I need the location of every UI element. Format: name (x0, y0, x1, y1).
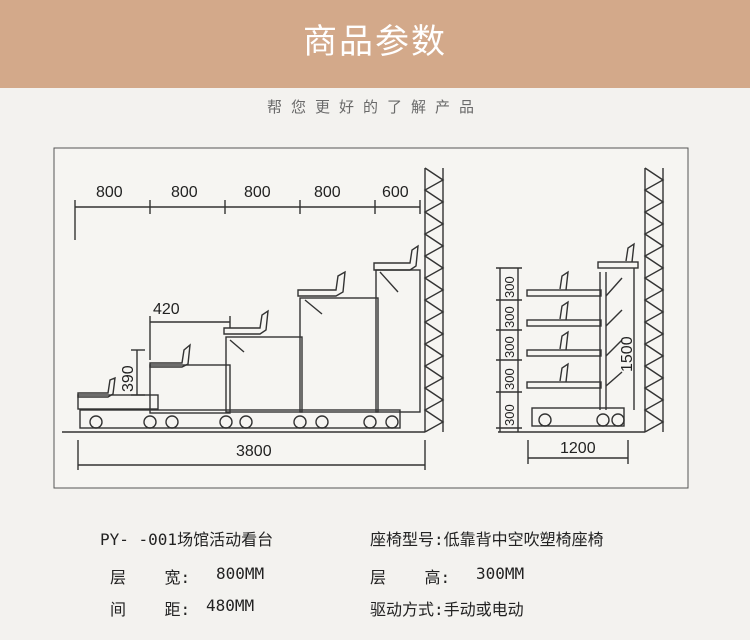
top-dim-label-3: 800 (244, 184, 271, 201)
side-wall (423, 167, 445, 433)
top-dim-label-2: 800 (171, 184, 198, 201)
front-wheels (538, 413, 625, 427)
spec-list: PY- -001场馆活动看台 座椅型号:低靠背中空吹塑椅座椅 层 宽: 800M… (0, 520, 750, 640)
spec-height-value: 300MM (476, 564, 525, 583)
step-height-label-3: 300 (502, 336, 517, 358)
front-height-column (496, 267, 522, 432)
page-title: 商品参数 (303, 22, 447, 62)
seat-width-dimension (149, 316, 231, 360)
step-height-label-5: 300 (502, 404, 517, 426)
top-dim-label-1: 800 (96, 184, 123, 201)
diagram-frame (53, 147, 689, 489)
spec-width-label: 层 宽: (110, 568, 191, 587)
front-seats (559, 242, 635, 383)
spec-model: PY- -001场馆活动看台 (100, 530, 274, 549)
seat-height-dimension (131, 349, 145, 396)
step-height-label-2: 300 (502, 306, 517, 328)
bleacher-diagram: 800 800 800 800 600 420 390 3800 1500 12… (53, 147, 689, 489)
front-depth-dimension (527, 440, 629, 464)
front-total-height-label: 1500 (619, 336, 636, 372)
seat-height-label: 390 (120, 365, 137, 392)
front-depth-label: 1200 (560, 440, 596, 457)
side-wheels (89, 415, 399, 429)
seat-width-label: 420 (153, 301, 180, 318)
top-dim-label-5: 600 (382, 184, 409, 201)
top-dimension-line (74, 200, 421, 240)
front-wall (643, 167, 665, 433)
base-frame (79, 409, 401, 429)
page-subtitle: 帮您更好的了解产品 (266, 98, 483, 116)
front-base (531, 407, 625, 427)
spec-spacing-value: 480MM (206, 596, 255, 615)
step-height-label-4: 300 (502, 368, 517, 390)
step-height-label-1: 300 (502, 276, 517, 298)
spec-height-label: 层 高: (370, 568, 451, 587)
total-length-dimension (77, 440, 426, 470)
spec-width-value: 800MM (216, 564, 265, 583)
seat-row (77, 244, 419, 398)
front-tiers (526, 261, 639, 410)
spec-spacing-label: 间 距: (110, 600, 191, 619)
spec-drive: 驱动方式:手动或电动 (370, 600, 524, 619)
top-dim-label-4: 800 (314, 184, 341, 201)
spec-seat-type: 座椅型号:低靠背中空吹塑椅座椅 (370, 530, 604, 549)
header-banner (0, 0, 750, 88)
total-length-label: 3800 (236, 443, 272, 460)
